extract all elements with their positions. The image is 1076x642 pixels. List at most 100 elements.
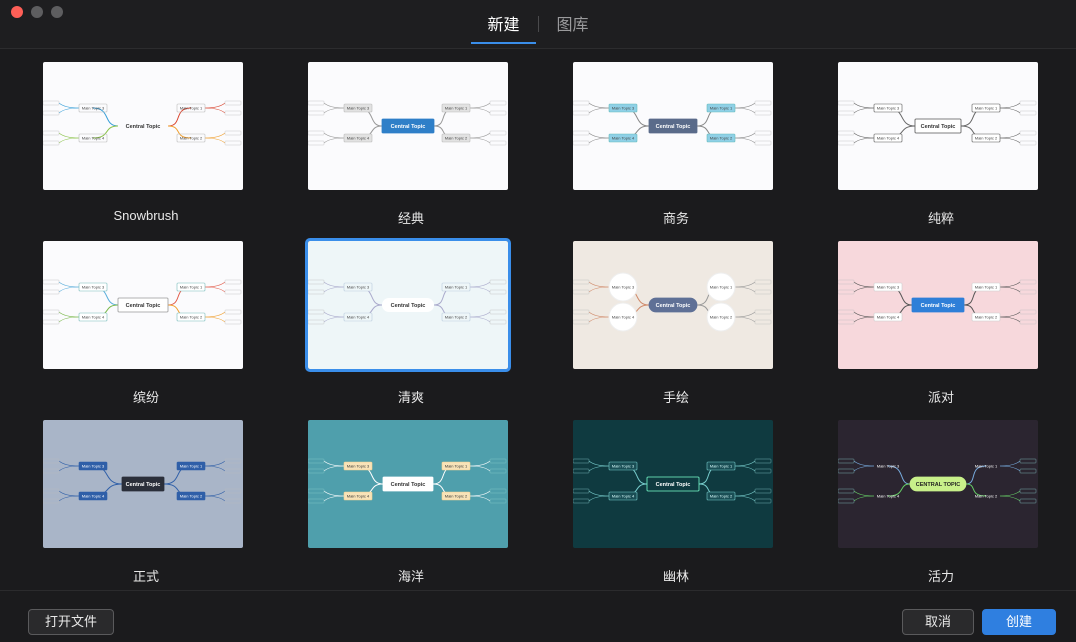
subtopic-node xyxy=(308,468,325,474)
subtopic-node xyxy=(838,498,855,504)
close-window-button[interactable] xyxy=(11,6,23,18)
topic-node xyxy=(176,461,206,471)
subtopic-node xyxy=(1019,110,1037,116)
subtopic-node xyxy=(573,488,590,494)
central-topic-node xyxy=(646,476,700,492)
central-topic-node xyxy=(648,118,698,134)
subtopic-line xyxy=(469,316,491,323)
subtopic-node xyxy=(224,279,242,285)
topic-node xyxy=(441,103,471,113)
topic-label: Main Topic 2 xyxy=(180,315,203,320)
topic-label: Main Topic 4 xyxy=(612,494,635,499)
template-name: 海洋 xyxy=(397,569,424,584)
subtopic-line xyxy=(999,281,1021,288)
topic-label: Main Topic 4 xyxy=(347,494,370,499)
subtopic-line xyxy=(999,495,1021,502)
zoom-window-button[interactable] xyxy=(51,6,63,18)
subtopic-line xyxy=(58,495,80,502)
branch-line xyxy=(167,125,192,139)
central-topic-node xyxy=(909,476,967,492)
topic-label: Main Topic 2 xyxy=(445,315,468,320)
subtopic-node xyxy=(754,498,772,504)
topic-label: Main Topic 2 xyxy=(710,494,733,499)
central-topic-label: Central Topic xyxy=(126,303,161,309)
central-topic-node xyxy=(382,298,434,312)
subtopic-line xyxy=(588,107,610,114)
subtopic-line xyxy=(588,137,610,144)
subtopic-line xyxy=(323,132,345,139)
tab-gallery[interactable]: 图库 xyxy=(556,16,589,34)
branch-line xyxy=(92,125,119,139)
subtopic-line xyxy=(204,465,226,472)
subtopic-line xyxy=(734,460,756,467)
topic-label: Main Topic 3 xyxy=(612,285,635,290)
subtopic-line xyxy=(323,316,345,323)
subtopic-node xyxy=(1019,100,1037,106)
subtopic-node xyxy=(308,100,325,106)
subtopic-node xyxy=(489,140,507,146)
subtopic-node xyxy=(1019,488,1037,494)
subtopic-node xyxy=(43,319,60,325)
template-name: 活力 xyxy=(927,569,954,584)
subtopic-line xyxy=(204,281,226,288)
central-topic-node xyxy=(121,476,165,492)
branch-line xyxy=(965,465,987,485)
tab-new[interactable]: 新建 xyxy=(471,3,536,46)
topic-label: Main Topic 1 xyxy=(445,285,468,290)
subtopic-line xyxy=(999,286,1021,293)
subtopic-line xyxy=(734,132,756,139)
create-button[interactable]: 创建 xyxy=(982,609,1056,635)
subtopic-node xyxy=(1019,498,1037,504)
topic-label: Main Topic 3 xyxy=(82,464,105,469)
subtopic-line xyxy=(469,281,491,288)
subtopic-line xyxy=(999,460,1021,467)
subtopic-node xyxy=(308,140,325,146)
subtopic-node xyxy=(838,468,855,474)
topic-node xyxy=(343,461,373,471)
subtopic-node xyxy=(754,110,772,116)
subtopic-line xyxy=(204,460,226,467)
subtopic-line xyxy=(323,137,345,144)
open-file-button[interactable]: 打开文件 xyxy=(28,609,114,635)
subtopic-line xyxy=(204,132,226,139)
topic-node xyxy=(441,312,471,322)
subtopic-node xyxy=(754,289,772,295)
subtopic-node xyxy=(308,110,325,116)
subtopic-node xyxy=(43,279,60,285)
topic-node xyxy=(78,103,108,113)
cancel-button[interactable]: 取消 xyxy=(902,609,974,635)
minimize-window-button[interactable] xyxy=(31,6,43,18)
topic-label: Main Topic 3 xyxy=(347,106,370,111)
template-name: 商务 xyxy=(662,211,689,226)
subtopic-node xyxy=(838,100,855,106)
subtopic-node xyxy=(754,458,772,464)
template-name: 派对 xyxy=(927,390,954,405)
topic-label: Main Topic 4 xyxy=(82,136,105,141)
topic-node xyxy=(706,103,736,113)
